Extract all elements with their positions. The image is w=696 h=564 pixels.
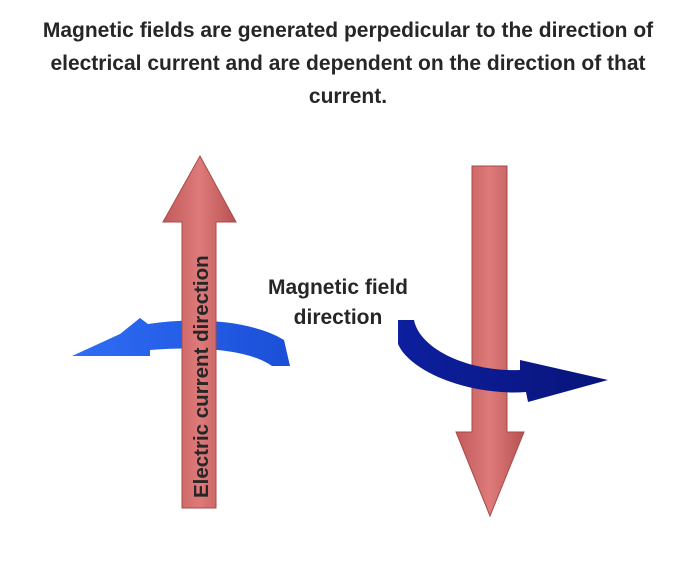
magnetic-field-arrow-left <box>72 318 290 366</box>
magnetic-field-arrow-right <box>398 320 608 402</box>
current-direction-label: Electric current direction <box>190 255 213 498</box>
current-arrow-up: Electric current direction <box>162 154 237 509</box>
diagram-title: Magnetic fields are generated perpedicul… <box>42 19 654 108</box>
current-arrow-down <box>455 165 525 518</box>
magnetic-field-label: Magnetic field direction <box>267 276 409 329</box>
